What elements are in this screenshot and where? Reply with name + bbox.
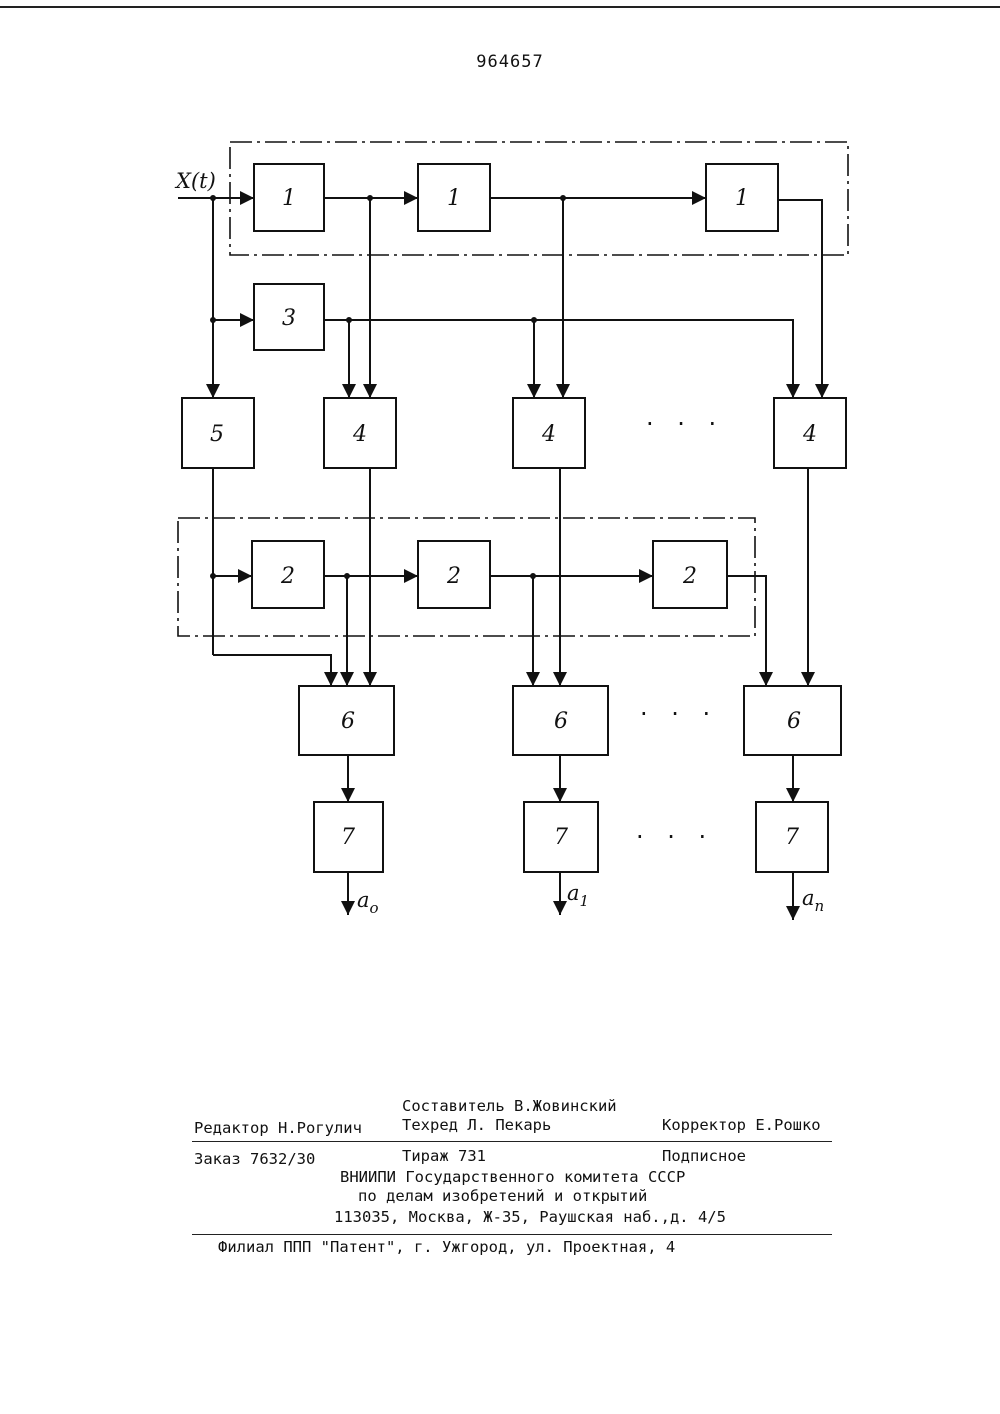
label-6c: 6 <box>787 709 801 734</box>
label-5: 5 <box>210 422 224 447</box>
compiler: Составитель В.Жовинский <box>402 1097 617 1115</box>
org-line-1: ВНИИПИ Государственного комитета СССР <box>340 1168 685 1186</box>
circulation: Тираж 731 <box>402 1147 486 1165</box>
label-7b: 7 <box>554 825 568 850</box>
output-an: an <box>802 886 824 915</box>
editor: Редактор Н.Рогулич <box>194 1119 362 1137</box>
output-a1: a1 <box>567 881 589 910</box>
colophon-rule-2 <box>192 1234 832 1235</box>
ellipsis-row6: · · · <box>640 700 718 728</box>
label-2b: 2 <box>446 564 461 589</box>
input-label: X(t) <box>174 169 216 193</box>
branch: Филиал ППП "Патент", г. Ужгород, ул. Про… <box>218 1238 675 1256</box>
address: 113035, Москва, Ж-35, Раушская наб.,д. 4… <box>334 1208 726 1226</box>
order: Заказ 7632/30 <box>194 1150 315 1168</box>
colophon-rule-1 <box>192 1141 832 1142</box>
label-6b: 6 <box>554 709 568 734</box>
label-4c: 4 <box>802 422 817 447</box>
label-1a: 1 <box>282 186 296 211</box>
techred: Техред Л. Пекарь <box>402 1116 551 1134</box>
label-1c: 1 <box>735 186 749 211</box>
label-2a: 2 <box>280 564 295 589</box>
label-7c: 7 <box>785 825 799 850</box>
org-line-2: по делам изобретений и открытий <box>358 1187 647 1205</box>
label-7a: 7 <box>341 825 355 850</box>
ellipsis-row4: · · · <box>646 410 724 438</box>
label-3: 3 <box>282 306 296 331</box>
label-6a: 6 <box>341 709 355 734</box>
label-4a: 4 <box>352 422 367 447</box>
label-1b: 1 <box>447 186 461 211</box>
output-a0: ao <box>357 888 379 917</box>
label-2c: 2 <box>682 564 697 589</box>
subscription: Подписное <box>662 1147 746 1165</box>
label-4b: 4 <box>541 422 556 447</box>
ellipsis-row7: · · · <box>636 823 714 851</box>
corrector: Корректор Е.Рошко <box>662 1116 821 1134</box>
